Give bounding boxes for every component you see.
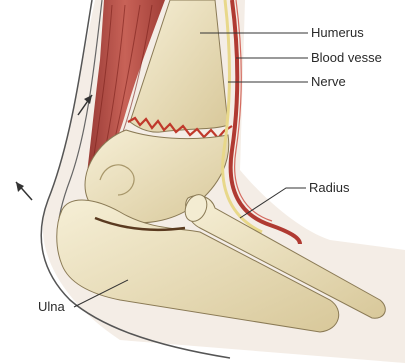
movement-arrow-lower (16, 182, 32, 200)
humerus-label: Humerus (311, 25, 364, 40)
blood-vessel-label: Blood vesse (311, 50, 382, 65)
nerve-label: Nerve (311, 74, 346, 89)
radius-label: Radius (309, 180, 350, 195)
ulna-label: Ulna (38, 299, 66, 314)
